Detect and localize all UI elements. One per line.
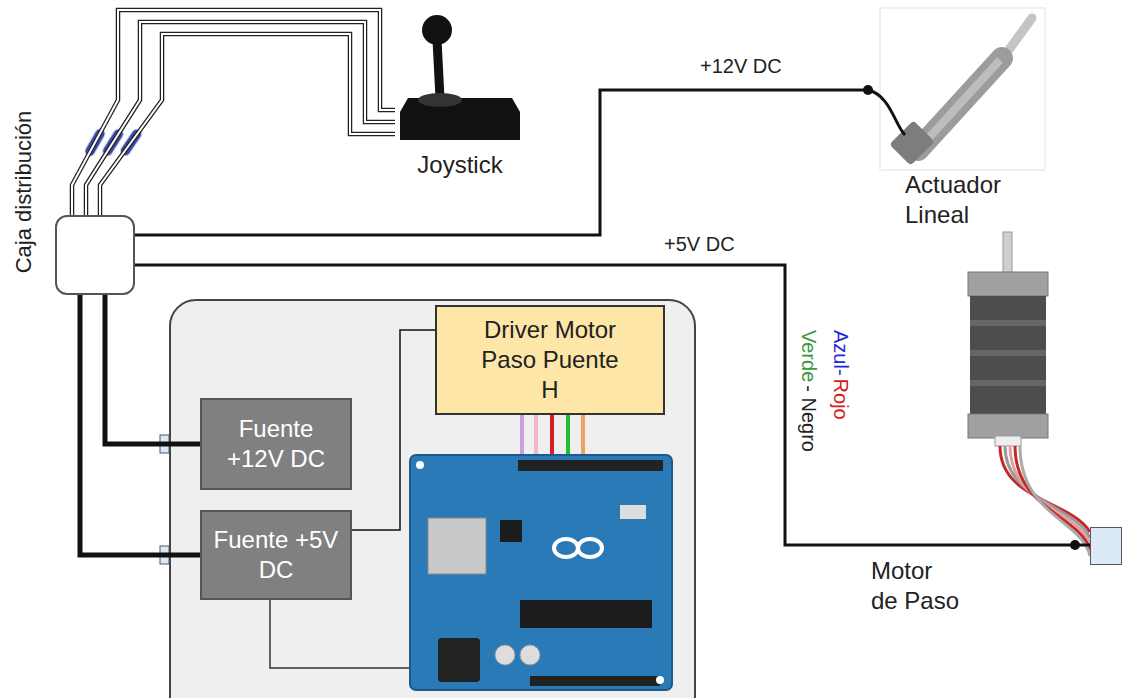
stepper-motor-figure bbox=[968, 232, 1090, 556]
driver-box: Driver Motor Paso Puente H bbox=[435, 305, 665, 415]
arduino-board bbox=[410, 455, 672, 690]
wire bbox=[135, 90, 868, 235]
node-text: Fuente +5V DC bbox=[210, 525, 342, 585]
wire-colour-label: Verde - Negro bbox=[797, 330, 820, 452]
wire bbox=[105, 295, 200, 444]
power-supply-box: Fuente +5V DC bbox=[200, 510, 352, 600]
wire-colour: Rojo bbox=[830, 379, 852, 420]
node-text: Joystick bbox=[395, 150, 525, 180]
wire bbox=[80, 295, 200, 555]
wire bbox=[352, 330, 435, 530]
node-text: Motor de Paso bbox=[871, 556, 963, 616]
node-text: Fuente +12V DC bbox=[210, 414, 342, 474]
power-supply-box: Fuente +12V DC bbox=[200, 398, 352, 490]
voltage-label: +12V DC bbox=[698, 55, 784, 78]
node-text: Actuador Lineal bbox=[905, 170, 1035, 230]
linear-actuator-figure bbox=[868, 8, 1045, 170]
joystick-node: Joystick bbox=[395, 5, 525, 195]
wire bbox=[72, 10, 395, 215]
wire-colour: Azul- bbox=[830, 330, 852, 376]
terminal-dot bbox=[863, 85, 873, 95]
wire bbox=[86, 22, 395, 215]
actuator-node: Actuador Lineal bbox=[868, 5, 1048, 250]
wire-colour: - Negro bbox=[798, 385, 820, 452]
power-wire bbox=[270, 600, 410, 668]
joystick-figure bbox=[400, 15, 520, 140]
node-text: Driver Motor Paso Puente H bbox=[476, 315, 624, 405]
voltage-label: +5V DC bbox=[662, 233, 737, 256]
wire-colour: Verde bbox=[798, 330, 820, 382]
distribution-box: Caja distribución bbox=[55, 215, 135, 295]
terminal-dot bbox=[1070, 540, 1080, 550]
motor-connector: Motor de Paso bbox=[1090, 527, 1122, 565]
housing-panel bbox=[170, 300, 695, 698]
wire bbox=[100, 34, 395, 215]
wire bbox=[135, 265, 1090, 545]
wire-colour-label: Azul- Rojo bbox=[829, 330, 852, 420]
node-text: Caja distribución bbox=[10, 111, 38, 274]
